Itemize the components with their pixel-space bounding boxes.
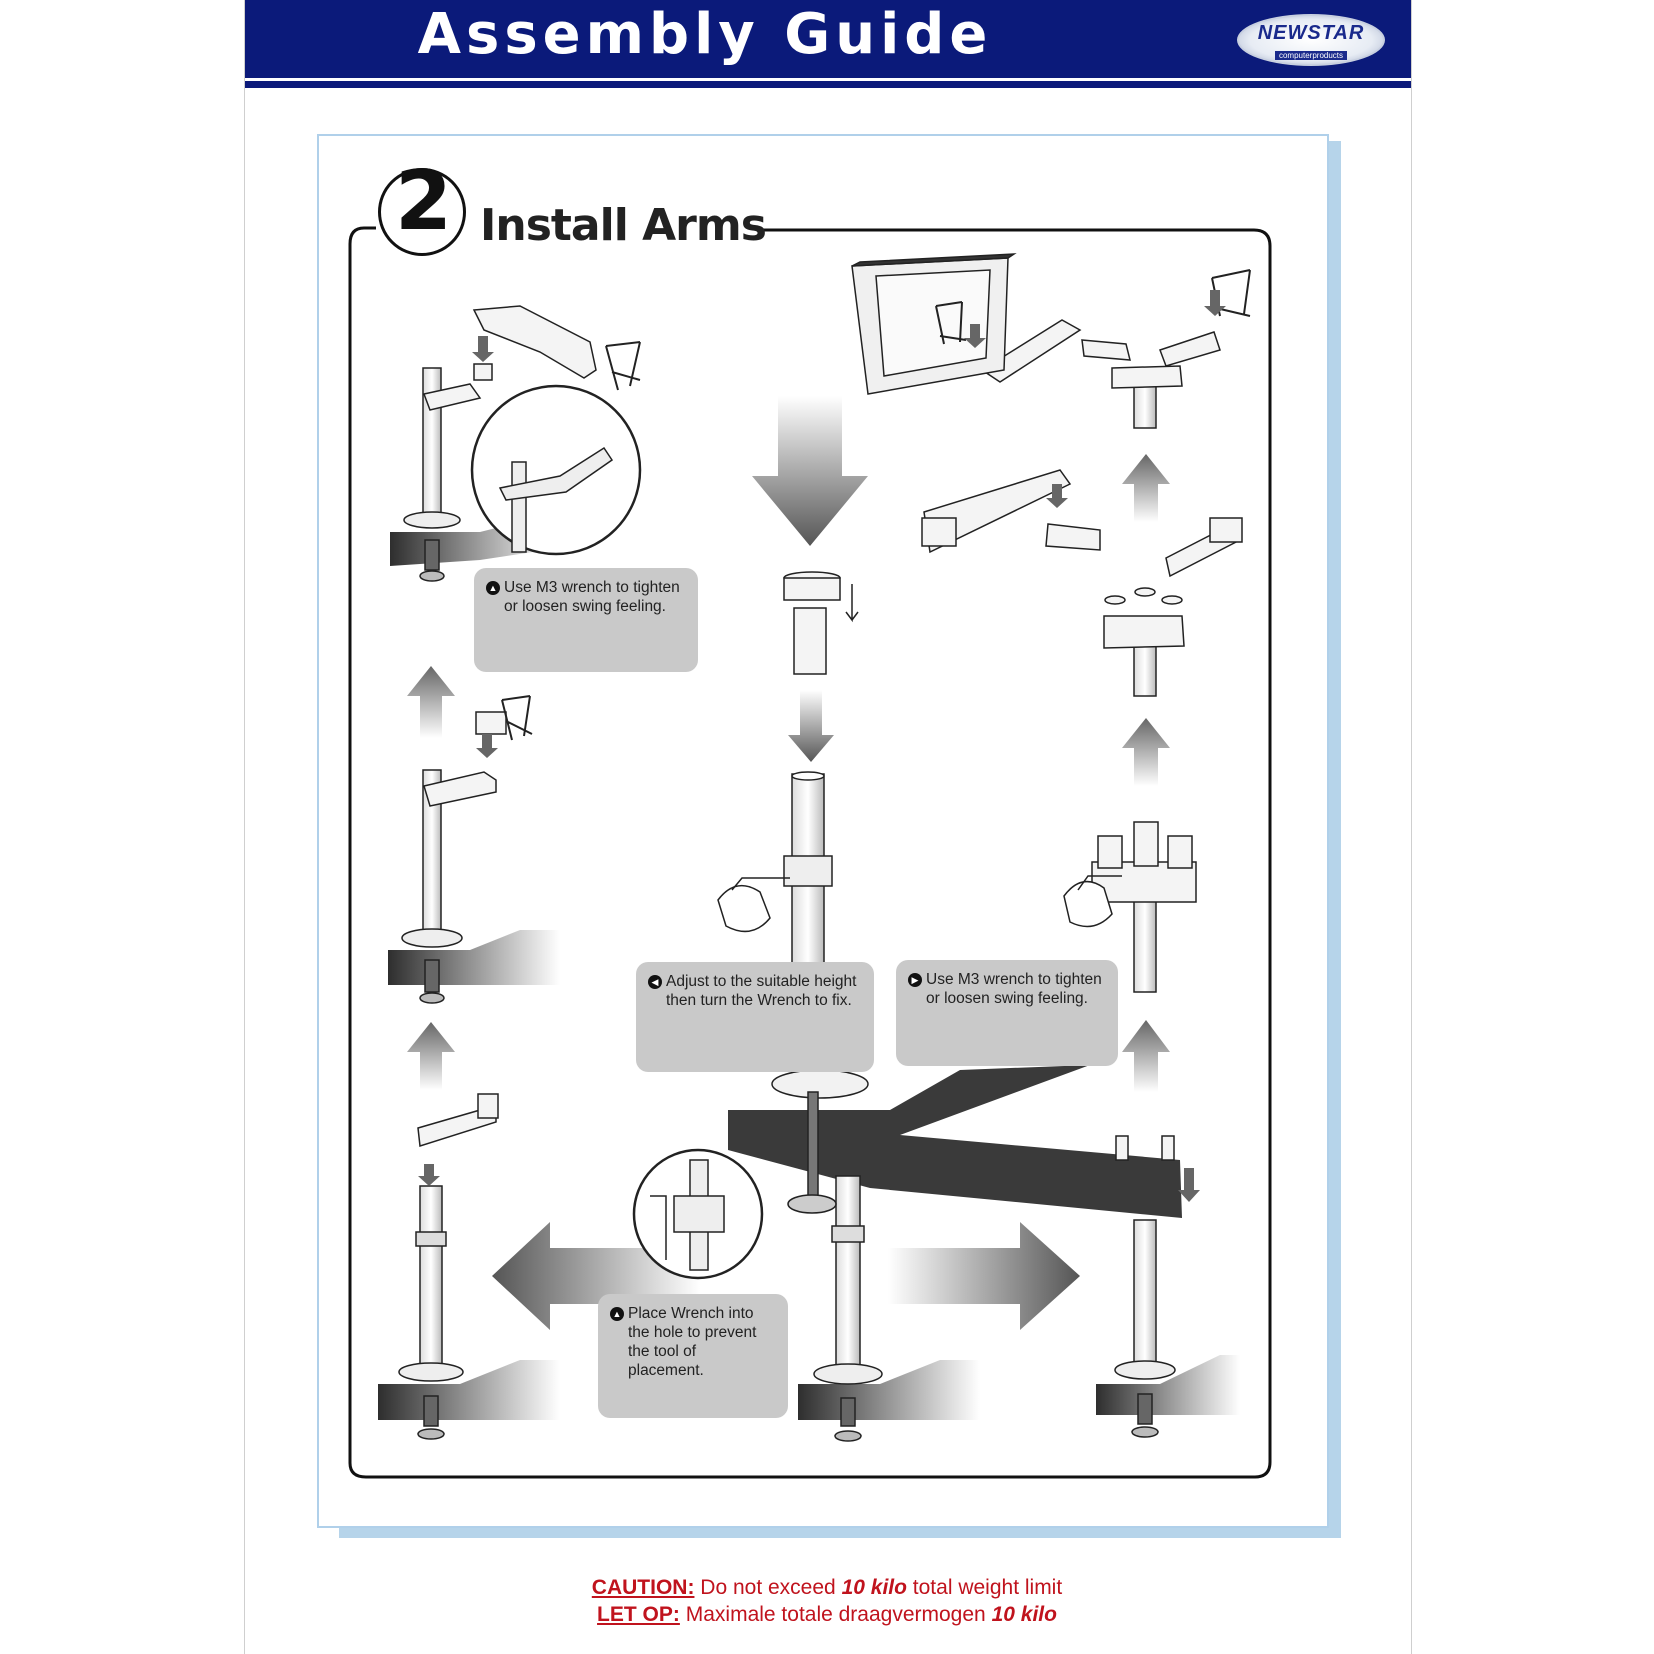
header-divider [245,81,1411,88]
caution-line: CAUTION: Do not exceed 10 kilo total wei… [244,1576,1410,1600]
note-wrench: ▲ Place Wrench into the hole to prevent … [598,1294,788,1418]
letop-line: LET OP: Maximale totale draagvermogen 10… [244,1603,1410,1627]
step-border [348,226,1272,1479]
up-arrow-bullet-icon: ▲ [610,1307,624,1321]
note-swing-right-text: Use M3 wrench to tighten or loosen swing… [926,971,1102,1007]
vesa-plates [501,269,1251,741]
detail-content [498,446,725,1271]
caution-text-before: Do not exceed [700,1576,836,1599]
caution-label: CAUTION: [591,1576,695,1599]
step-number-circle [378,168,466,256]
step-number: 2 [395,154,453,249]
left-arrow-bullet-icon: ◀ [648,975,662,989]
letop-label: LET OP: [597,1603,680,1626]
brand-subtitle: computerproducts [1274,51,1348,60]
hand-with-wrench [717,875,1122,933]
letop-amount: 10 kilo [991,1603,1057,1626]
caution-amount: 10 kilo [841,1576,907,1599]
flow-arrows [407,396,1170,1330]
brand-name: NEWSTAR [1257,22,1365,44]
right-arrow-bullet-icon: ▶ [908,973,922,987]
page-title: Assembly Guide [417,2,993,67]
small-down-arrows [418,290,1226,1202]
letop-text: Maximale totale draagvermogen [685,1603,986,1626]
note-height-text: Adjust to the suitable height then turn … [666,973,857,1009]
caution-text-after: total weight limit [912,1576,1063,1599]
up-arrow-bullet-icon: ▲ [486,581,500,595]
note-wrench-text: Place Wrench into the hole to prevent th… [628,1305,757,1379]
monitor [851,253,1017,395]
brand-logo: NEWSTAR computerproducts [1237,14,1385,66]
header-bar: Assembly Guide NEWSTAR computerproducts [245,0,1411,78]
note-swing-right: ▶ Use M3 wrench to tighten or loosen swi… [896,960,1118,1066]
step-title: Install Arms [480,200,767,251]
note-swing-top-text: Use M3 wrench to tighten or loosen swing… [504,579,680,615]
note-height: ◀ Adjust to the suitable height then tur… [636,962,874,1072]
collar-part [783,571,859,675]
center-clamp [771,1069,869,1214]
note-swing-top: ▲ Use M3 wrench to tighten or loosen swi… [474,568,698,672]
monitor-arms [417,305,1243,1161]
